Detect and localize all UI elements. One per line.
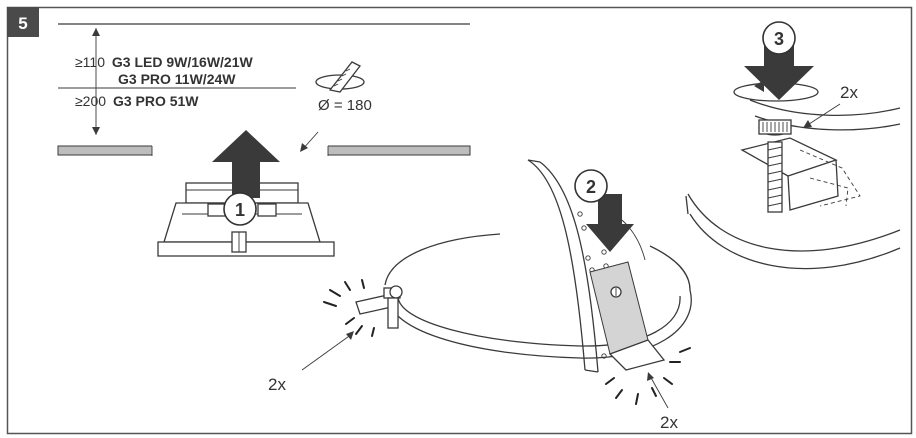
left-spring-clip	[355, 285, 403, 329]
left-clip-sparks	[323, 279, 375, 337]
push-down-arrow-2	[586, 194, 634, 252]
spring-leaf	[589, 261, 666, 371]
svg-text:1: 1	[235, 200, 245, 220]
ring-segment	[685, 99, 901, 270]
left-clip-quantity: 2x	[268, 375, 286, 394]
svg-text:3: 3	[774, 29, 784, 49]
dimension-line3: ≥200 G3 PRO 51W	[75, 93, 199, 109]
dimension-line3-prefix: ≥200	[75, 93, 106, 109]
cutout-diameter-label: Ø = 180	[318, 97, 372, 114]
screw-pointer	[805, 103, 841, 127]
bottom-spring-quantity: 2x	[660, 413, 678, 432]
step-number-1: 1	[223, 192, 257, 226]
dimension-line2-models: G3 PRO 11W/24W	[118, 71, 236, 87]
panel-frame	[6, 6, 913, 435]
bottom-spring-pointer	[649, 375, 669, 409]
step-badge: 5	[7, 7, 39, 37]
svg-text:2: 2	[586, 177, 596, 197]
step-badge-number: 5	[18, 14, 27, 33]
dimension-line1-prefix: ≥110	[75, 54, 105, 70]
push-down-arrow-3	[744, 34, 814, 100]
dimension-line1-models: G3 LED 9W/16W/21W	[112, 54, 254, 70]
screw-quantity: 2x	[840, 83, 858, 102]
step-number-3: 3	[762, 21, 796, 55]
dimension-arrow-down	[92, 127, 100, 135]
dimension-line1: ≥110 G3 LED 9W/16W/21W	[75, 54, 253, 70]
dimension-arrow-up	[92, 28, 100, 36]
ceiling-section: ≥110 G3 LED 9W/16W/21W G3 PRO 11W/24W ≥2…	[57, 23, 471, 156]
step-number-2: 2	[574, 169, 608, 203]
bottom-spring-sparks	[605, 347, 691, 405]
mounting-ring	[384, 233, 692, 359]
push-up-arrow	[212, 130, 280, 198]
saw-cutout-icon	[315, 61, 365, 93]
dimension-line3-models: G3 PRO 51W	[113, 93, 199, 109]
screw-bracket	[740, 119, 861, 213]
luminaire-housing	[157, 182, 335, 257]
left-clip-pointer	[301, 333, 353, 371]
